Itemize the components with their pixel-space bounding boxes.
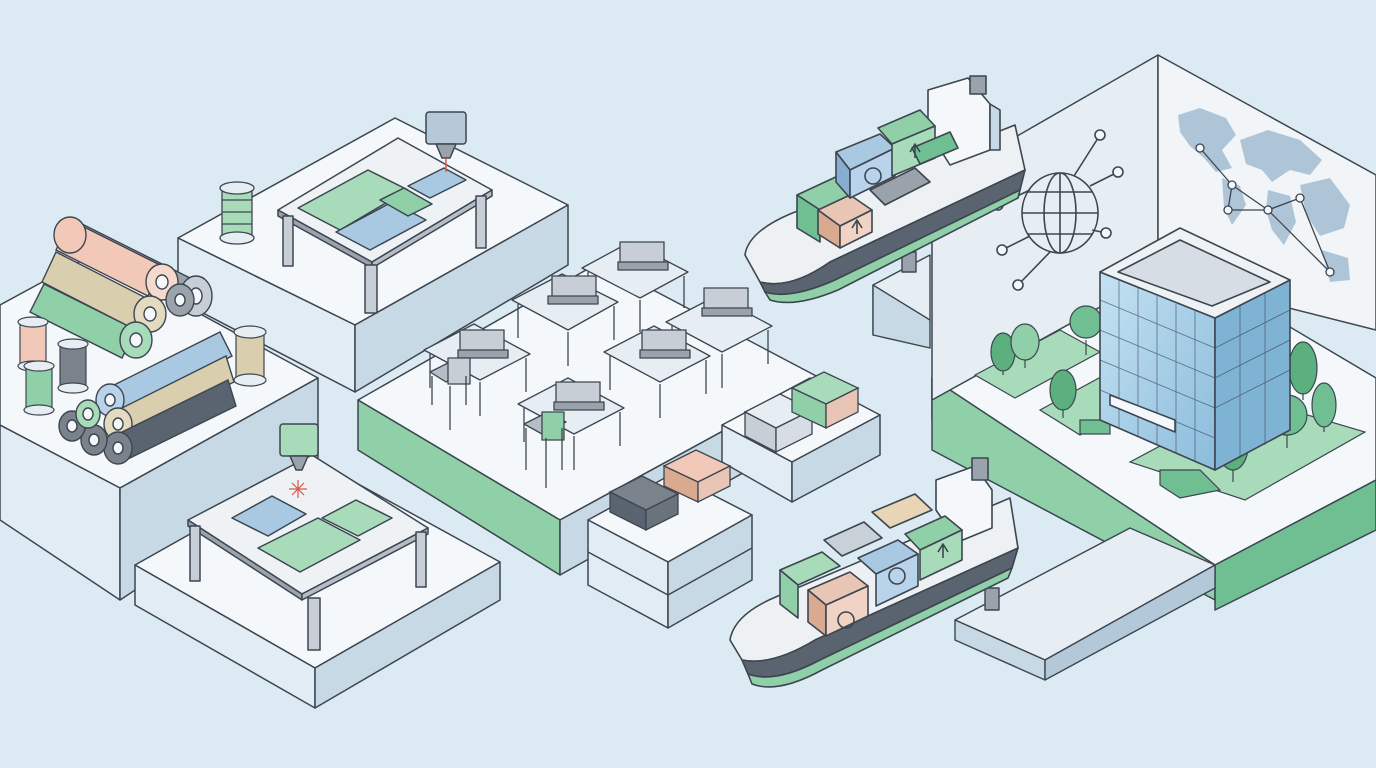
sewing-machine-icon [581, 241, 689, 332]
cargo-ship-icon-bottom [729, 457, 1019, 688]
sewing-stations [423, 241, 773, 488]
dock-bottom [954, 527, 1216, 681]
cutting-machine-icon [425, 111, 467, 145]
globe-network-icon [992, 129, 1124, 291]
chairs [429, 357, 567, 488]
cutting-platform-bottom [134, 423, 501, 709]
fabric-roll-icon [29, 216, 237, 465]
cutting-machine-icon-bottom [279, 423, 319, 457]
thread-spools [17, 316, 267, 416]
cargo-ship-icon [744, 75, 1026, 304]
folded-shirt-icon [743, 371, 860, 454]
folded-garments [608, 449, 732, 532]
world-map-icon [1178, 108, 1350, 282]
office-building-icon [1099, 227, 1291, 471]
dock-top [872, 251, 931, 349]
thread-spool [219, 181, 255, 245]
